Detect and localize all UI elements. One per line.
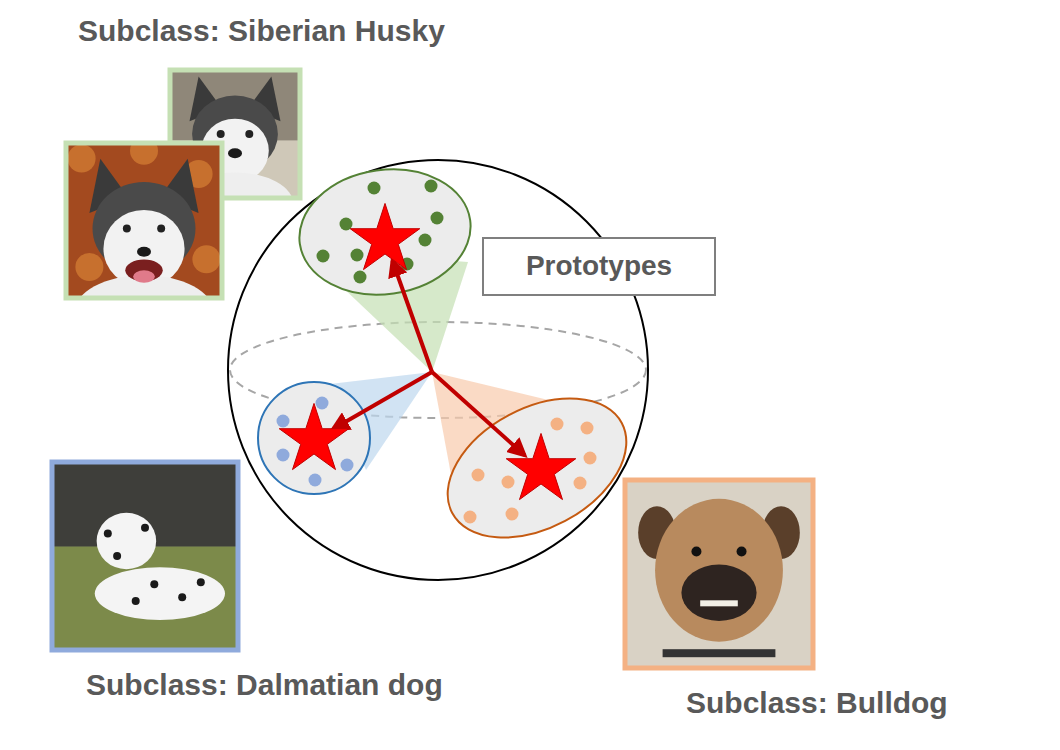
photo-background	[66, 143, 222, 298]
sample-dot	[551, 418, 564, 431]
photo-frame	[52, 462, 238, 650]
prototype-star	[506, 433, 576, 499]
dog-photo	[52, 462, 238, 650]
sample-dot	[502, 476, 515, 489]
prototype-arrow	[392, 261, 432, 372]
sample-dot	[309, 474, 322, 487]
dog-nose	[137, 247, 151, 257]
sample-dot	[354, 271, 367, 284]
cluster-region	[291, 159, 479, 306]
sample-dot	[277, 415, 290, 428]
sample-dot	[574, 477, 587, 490]
dog-eye	[737, 546, 747, 556]
dog-eye	[157, 225, 165, 233]
photo-foliage	[130, 143, 158, 165]
sample-dot	[368, 182, 381, 195]
sample-dot	[584, 452, 597, 465]
prototype-star	[350, 203, 420, 269]
sample-dot	[316, 397, 329, 410]
sample-dot	[425, 180, 438, 193]
dog-collar	[663, 649, 776, 657]
photo-foliage	[68, 145, 96, 173]
sample-dot	[317, 250, 330, 263]
dog-spot	[113, 552, 121, 560]
subclass-label: Subclass: Bulldog	[686, 686, 948, 721]
sample-dot	[506, 508, 519, 521]
dog-eye	[217, 130, 225, 138]
subclass-label: Subclass: Dalmatian dog	[86, 668, 443, 703]
photo-frame	[66, 143, 222, 298]
dog-spot	[141, 524, 149, 532]
photo-foliage	[192, 245, 220, 273]
photo-background	[52, 462, 238, 650]
sample-dot	[431, 212, 444, 225]
dog-head	[97, 513, 157, 569]
cluster-region	[424, 370, 650, 566]
sample-dot	[351, 249, 364, 262]
sample-dot	[341, 459, 354, 472]
sample-dot	[464, 511, 477, 524]
photo-frame	[625, 480, 813, 668]
prototype-arrow	[432, 372, 525, 455]
dog-spot	[150, 580, 158, 588]
dog-body	[95, 567, 225, 620]
dog-spot	[197, 578, 205, 586]
dog-teeth	[700, 600, 738, 606]
sphere-outline	[228, 160, 648, 580]
prototype-star	[279, 403, 349, 469]
subclass-label: Subclass: Siberian Husky	[78, 14, 445, 49]
photo-background	[625, 480, 813, 668]
sample-dot	[581, 422, 594, 435]
dog-tongue	[133, 270, 155, 282]
dog-muzzle	[681, 565, 756, 621]
dog-spot	[104, 529, 112, 537]
dog-spot	[132, 597, 140, 605]
dog-eye	[691, 546, 701, 556]
sample-dot	[419, 234, 432, 247]
callout-label: Prototypes	[526, 250, 672, 282]
prototype-arrow	[333, 372, 432, 429]
dog-nose	[228, 148, 242, 158]
dog-head	[655, 499, 783, 642]
sample-dot	[277, 449, 290, 462]
callout-box: Prototypes	[482, 237, 716, 296]
cluster-region	[258, 382, 370, 494]
dog-eye	[245, 130, 253, 138]
sample-dot	[472, 469, 485, 482]
dog-eye	[123, 225, 131, 233]
photo-foliage	[75, 253, 103, 281]
dog-photo	[66, 137, 222, 353]
dog-spot	[178, 593, 186, 601]
dog-photo	[625, 480, 813, 668]
dog-mask	[103, 210, 184, 288]
